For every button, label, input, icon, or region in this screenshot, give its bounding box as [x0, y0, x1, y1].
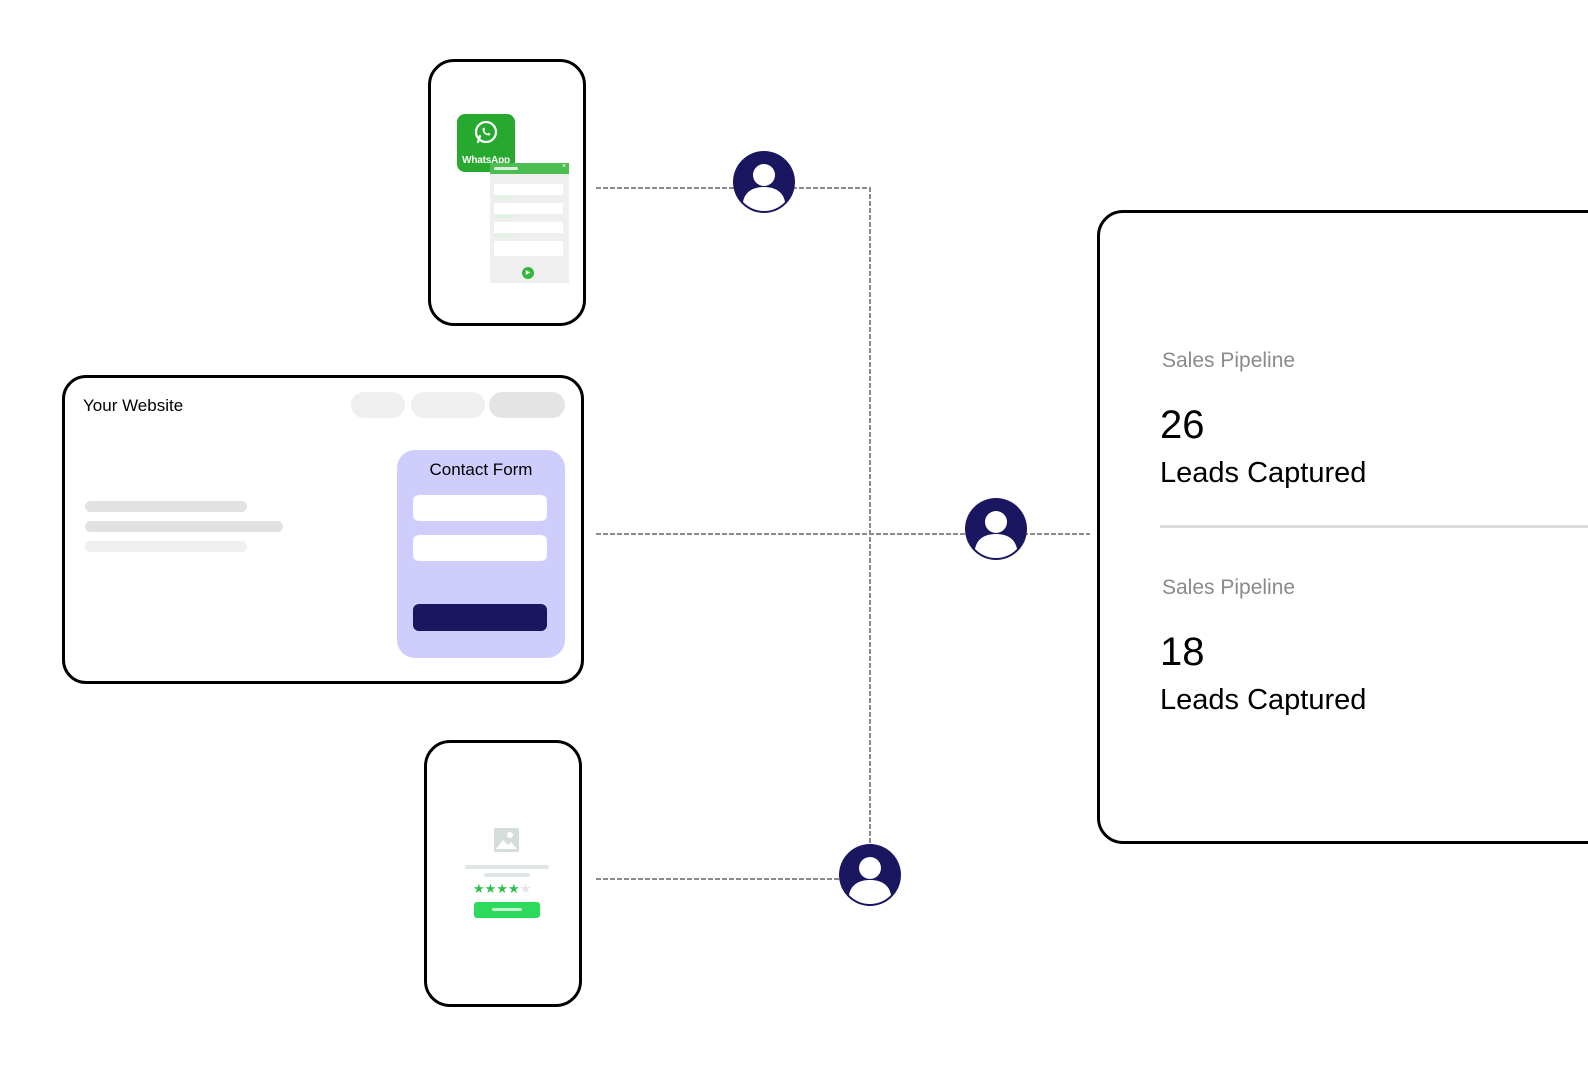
- review-button-label-bar: [492, 908, 522, 911]
- whatsapp-chat-form: × ▶: [490, 163, 569, 283]
- star-rating: ★★★★★: [473, 882, 531, 895]
- chat-form-header: ×: [490, 163, 569, 174]
- chat-form-field-label: [494, 196, 514, 199]
- star-filled-icon: ★: [473, 881, 485, 896]
- send-icon[interactable]: ▶: [522, 267, 534, 279]
- user-icon: [839, 844, 901, 906]
- star-empty-icon: ★: [519, 881, 532, 896]
- placeholder-text-line: [85, 501, 247, 512]
- review-button[interactable]: [474, 902, 540, 918]
- nav-pill[interactable]: [489, 392, 565, 418]
- placeholder-text-line: [484, 873, 530, 877]
- pipeline-caption: Leads Captured: [1160, 684, 1367, 716]
- contact-form-input[interactable]: [413, 495, 547, 521]
- website-card: Your Website Contact Form: [62, 375, 584, 684]
- pipeline-divider: [1160, 525, 1588, 528]
- user-icon: [965, 498, 1027, 560]
- chat-form-field[interactable]: [494, 203, 563, 214]
- pipeline-label: Sales Pipeline: [1162, 576, 1296, 599]
- star-filled-icon: ★: [507, 881, 520, 896]
- pipeline-value: 26: [1160, 403, 1205, 447]
- contact-form-title: Contact Form: [429, 460, 533, 479]
- pipeline-value: 18: [1160, 630, 1205, 674]
- placeholder-text-line: [85, 541, 247, 552]
- chat-form-header-bar: [494, 167, 518, 170]
- whatsapp-glyph-icon: [474, 120, 498, 144]
- image-placeholder-icon: [494, 828, 519, 852]
- pipeline-caption: Leads Captured: [1160, 457, 1367, 489]
- chat-form-field[interactable]: [494, 184, 563, 195]
- contact-form-submit-button[interactable]: [413, 604, 547, 631]
- star-filled-icon: ★: [496, 881, 508, 896]
- website-title: Your Website: [83, 396, 184, 415]
- sales-pipeline-card: Sales Pipeline 26 Leads Captured Sales P…: [1097, 210, 1588, 844]
- star-filled-icon: ★: [484, 881, 497, 896]
- chat-form-textarea[interactable]: [494, 241, 563, 256]
- pipeline-label: Sales Pipeline: [1162, 349, 1296, 372]
- contact-form: Contact Form: [397, 450, 565, 658]
- close-icon[interactable]: ×: [561, 163, 566, 170]
- nav-pill[interactable]: [411, 392, 485, 418]
- user-icon: [733, 151, 795, 213]
- placeholder-text-line: [85, 521, 283, 532]
- chat-form-field[interactable]: [494, 222, 563, 233]
- whatsapp-label: WhatsApp: [462, 155, 510, 166]
- chat-form-field-label: [494, 234, 514, 237]
- whatsapp-icon[interactable]: WhatsApp: [457, 114, 515, 172]
- contact-form-input[interactable]: [413, 535, 547, 561]
- review-phone: ★★★★★: [424, 740, 582, 1007]
- nav-pill[interactable]: [351, 392, 405, 418]
- connector-whatsapp: [596, 187, 871, 874]
- placeholder-text-line: [465, 865, 549, 869]
- chat-form-field-label: [494, 215, 514, 218]
- whatsapp-phone: WhatsApp × ▶: [428, 59, 586, 326]
